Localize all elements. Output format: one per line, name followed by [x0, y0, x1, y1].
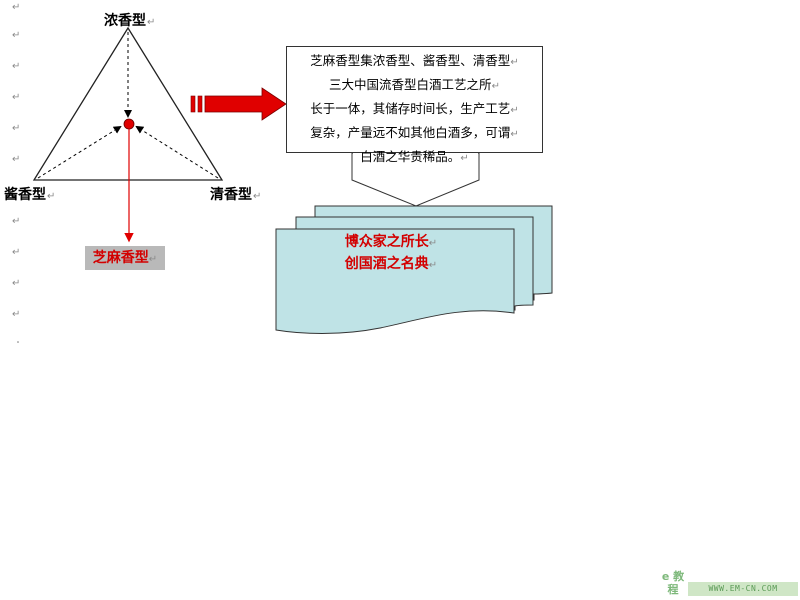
watermark: e 教 程 WWW.EM-CN.COM	[658, 570, 798, 598]
description-line: 长于一体，其储存时间长，生产工艺↵	[310, 101, 519, 116]
stray-dot	[17, 341, 19, 343]
big-red-arrow	[190, 87, 287, 121]
dashed-arrow-left	[37, 125, 122, 179]
slogan-line-1: 博众家之所长↵	[344, 234, 438, 250]
paragraph-mark: ↵	[12, 278, 21, 289]
paragraph-mark: ↵	[12, 309, 21, 320]
paragraph-mark: ↵	[12, 154, 21, 165]
paragraph-mark: ↵	[12, 92, 21, 103]
sesame-label: 芝麻香型↵	[85, 246, 165, 270]
aroma-triangle	[32, 26, 224, 181]
watermark-logo: e 教 程	[661, 570, 685, 596]
label-jiangxiang: 酱香型↵	[4, 187, 56, 203]
description-line: 三大中国流香型白酒工艺之所↵	[329, 77, 500, 92]
description-line: 芝麻香型集浓香型、酱香型、清香型↵	[310, 53, 519, 68]
document-stack	[275, 205, 553, 334]
label-nongxiang: 浓香型↵	[104, 13, 156, 29]
watermark-url: WWW.EM-CN.COM	[688, 582, 798, 596]
dashed-arrow-right	[135, 125, 219, 179]
center-dot	[123, 118, 135, 130]
slogan-line-2: 创国酒之名典↵	[344, 256, 438, 272]
paragraph-mark: ↵	[12, 2, 21, 13]
description-line: 复杂，产量远不如其他白酒多，可谓↵	[310, 125, 519, 140]
paragraph-mark: ↵	[12, 61, 21, 72]
paragraph-mark: ↵	[12, 30, 21, 41]
paragraph-mark: ↵	[12, 123, 21, 134]
description-line: 白酒之华贵稀品。↵	[360, 149, 469, 164]
label-qingxiang: 清香型↵	[210, 187, 262, 203]
paragraph-mark: ↵	[12, 247, 21, 258]
slogan: 博众家之所长↵ 创国酒之名典↵	[300, 232, 482, 276]
paragraph-mark: ↵	[12, 216, 21, 227]
description-box: 芝麻香型集浓香型、酱香型、清香型↵ 三大中国流香型白酒工艺之所↵ 长于一体，其储…	[286, 46, 543, 164]
